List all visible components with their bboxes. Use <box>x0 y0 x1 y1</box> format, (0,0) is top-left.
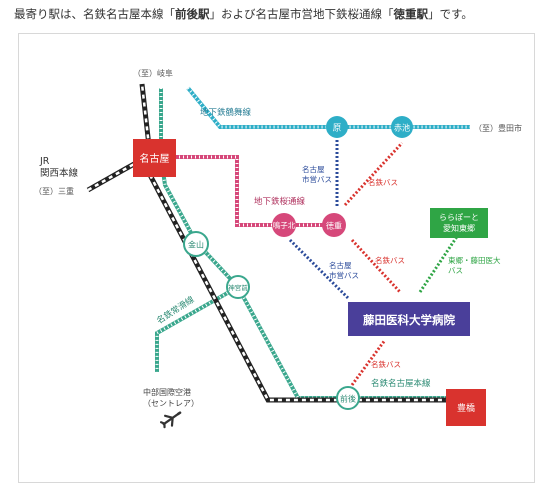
hospital-label: 藤田医科大学病院 <box>363 313 455 327</box>
meitetsu-bus-label-3: 名鉄バス <box>371 359 401 369</box>
meitetsu-honsen-label: 名鉄名古屋本線 <box>371 378 431 389</box>
station-akaike-label: 赤池 <box>394 123 410 133</box>
station-toyohashi: 豊橋 <box>446 389 486 426</box>
station-nagoya-label: 名古屋 <box>140 152 170 165</box>
meitetsu-bus-route-3 <box>350 339 387 386</box>
tsurumai-line-label: 地下鉄鶴舞線 <box>200 107 252 118</box>
direction-toyota-label: （至）豊田市 <box>474 123 522 133</box>
intro-station-zengo: 前後駅 <box>175 7 210 21</box>
intro-suffix: 」です。 <box>428 7 473 21</box>
station-zengo: 前後 <box>336 386 360 410</box>
station-hara-label: 原 <box>333 124 342 134</box>
intro-text: 最寄り駅は、名鉄名古屋本線「前後駅」および名古屋市営地下鉄桜通線「徳重駅」です。 <box>14 6 473 22</box>
direction-gifu-label: （至）岐阜 <box>133 68 173 78</box>
tobu-bus-route <box>418 231 462 293</box>
meitetsu-bus-label-2: 名鉄バス <box>375 255 405 265</box>
meitetsu-bus-route-1 <box>343 141 404 207</box>
city-bus-label-1: 名古屋市営バス <box>302 164 332 184</box>
station-kanayama: 金山 <box>183 231 209 257</box>
station-kanayama-label: 金山 <box>188 240 204 250</box>
sakuradori-line-label: 地下鉄桜通線 <box>254 196 306 207</box>
station-tokushige-label: 徳重 <box>326 221 342 231</box>
station-toyohashi-label: 豊橋 <box>457 402 475 414</box>
intro-prefix: 最寄り駅は、名鉄名古屋本線「 <box>14 7 175 21</box>
station-tokushige: 徳重 <box>322 213 346 237</box>
station-jingumae: 神宮前 <box>226 275 250 299</box>
station-nagoya: 名古屋 <box>133 139 176 177</box>
station-narukokita: 鳴子北 <box>272 213 296 237</box>
hospital-box: 藤田医科大学病院 <box>348 302 470 336</box>
lalaport-label: ららぽーと愛知東郷 <box>439 213 479 233</box>
station-jingumae-label: 神宮前 <box>228 283 248 292</box>
lalaport-box: ららぽーと愛知東郷 <box>430 208 488 238</box>
intro-middle: 」および名古屋市営地下鉄桜通線「 <box>209 7 394 21</box>
airplane-icon <box>159 411 182 429</box>
station-narukokita-label: 鳴子北 <box>273 220 296 230</box>
station-akaike: 赤池 <box>391 116 413 138</box>
airport-label: 中部国際空港（セントレア） <box>143 387 199 408</box>
station-hara: 原 <box>326 116 348 138</box>
meitetsu-bus-route-2 <box>350 238 402 294</box>
bus-routes <box>288 140 462 386</box>
station-zengo-label: 前後 <box>340 394 356 404</box>
intro-station-tokushige: 徳重駅 <box>393 7 429 21</box>
direction-mie-label: （至）三重 <box>34 186 74 196</box>
tobu-bus-label: 東郷・藤田医大バス <box>448 255 501 275</box>
meitetsu-bus-label-1: 名鉄バス <box>368 177 398 187</box>
city-bus-route-2 <box>288 238 350 300</box>
city-bus-label-2: 名古屋市営バス <box>329 260 359 280</box>
tsurumai-line <box>186 86 470 129</box>
